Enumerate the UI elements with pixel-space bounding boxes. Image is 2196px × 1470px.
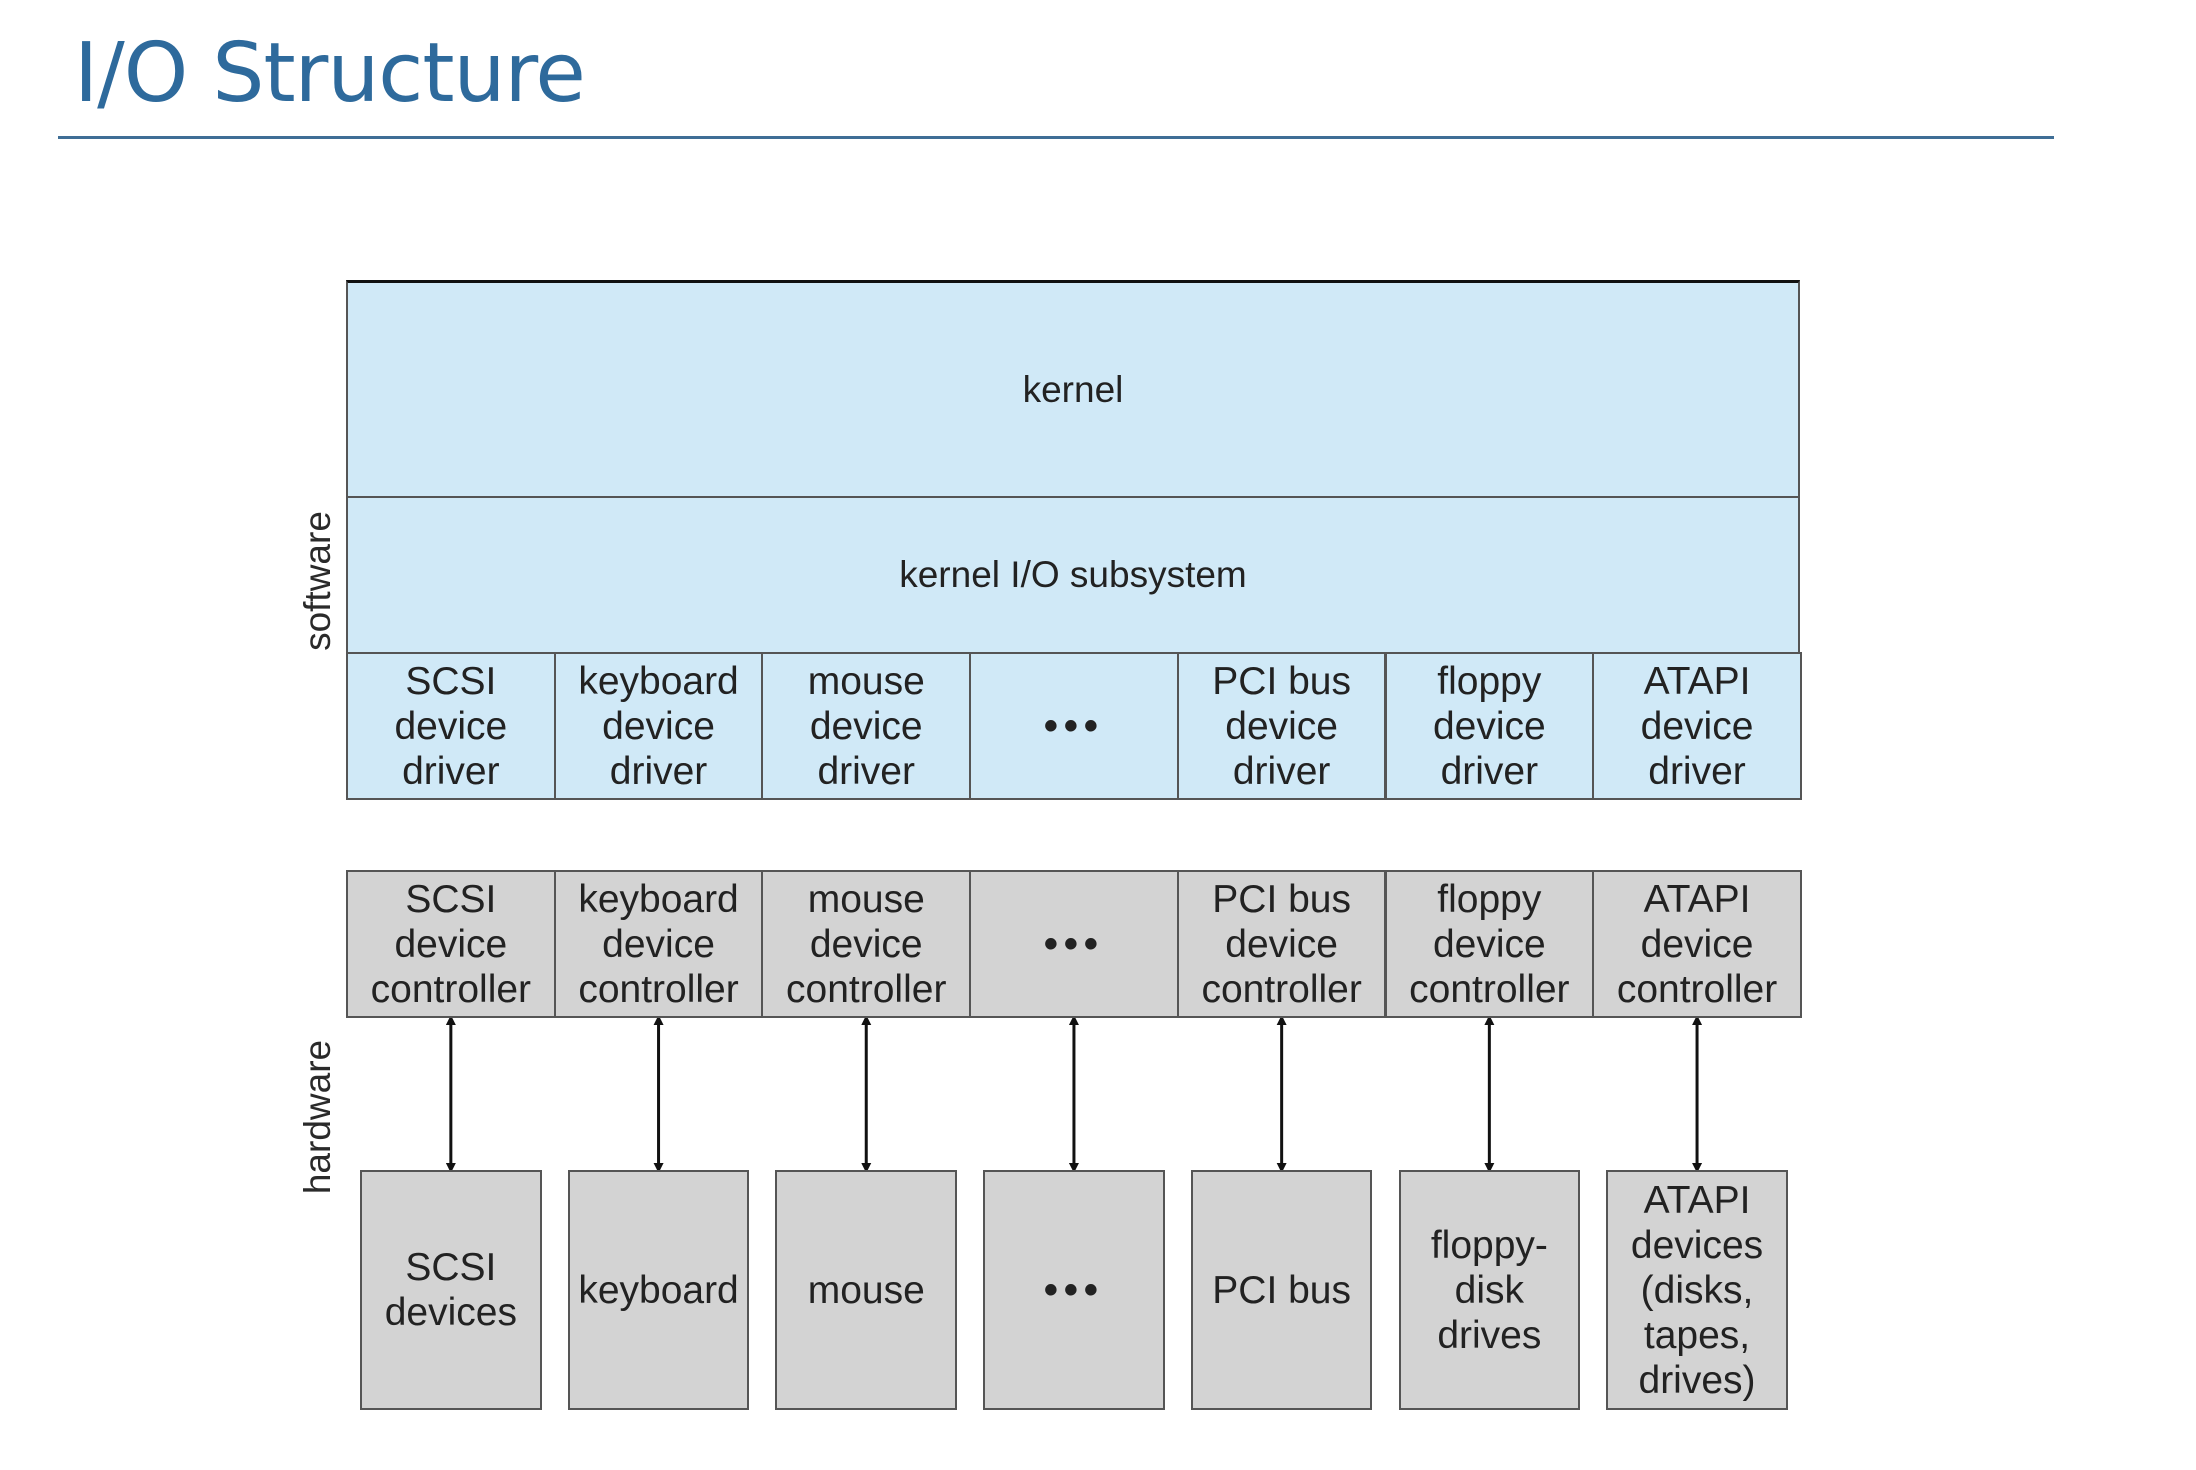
atapi-device-driver-label: ATAPI device driver: [1640, 659, 1754, 793]
scsi-device-label: SCSI devices: [384, 1246, 517, 1334]
ellipsis-device-driver-label: •••: [1043, 703, 1104, 748]
ellipsis-device-label: •••: [1043, 1267, 1104, 1312]
kernel-layer: kernel: [346, 280, 1800, 498]
mouse-device-controller: mouse device controller: [761, 870, 972, 1018]
io-structure-diagram: software hardware kernel kernel I/O subs…: [280, 270, 1810, 1420]
pci-bus-device-label: PCI bus: [1212, 1268, 1351, 1312]
floppy-device-controller: floppy device controller: [1384, 870, 1595, 1018]
ellipsis-device-controller-label: •••: [1043, 921, 1104, 966]
keyboard-device-label: keyboard: [578, 1268, 739, 1312]
floppy-device-driver: floppy device driver: [1384, 652, 1595, 800]
mouse-device-controller-label: mouse device controller: [786, 877, 947, 1011]
controller-device-arrows: [445, 1015, 1703, 1173]
pci-bus-device-driver-label: PCI bus device driver: [1212, 659, 1351, 793]
scsi-device-controller-label: SCSI device controller: [370, 877, 532, 1011]
pci-bus-device-driver: PCI bus device driver: [1176, 652, 1387, 800]
ellipsis-device-controller: •••: [969, 870, 1179, 1018]
mouse-device-driver-label: mouse device driver: [807, 659, 925, 793]
atapi-device: ATAPI devices (disks, tapes, drives): [1606, 1170, 1788, 1410]
ellipsis-device: •••: [983, 1170, 1165, 1410]
floppy-device-label: floppy- disk drives: [1430, 1223, 1548, 1357]
atapi-device-driver: ATAPI device driver: [1592, 652, 1802, 800]
title-divider: [58, 136, 2054, 139]
keyboard-device-driver-label: keyboard device driver: [578, 659, 739, 793]
scsi-device-driver: SCSI device driver: [346, 652, 556, 800]
keyboard-device-controller: keyboard device controller: [553, 870, 764, 1018]
pci-bus-device-controller: PCI bus device controller: [1176, 870, 1387, 1018]
atapi-device-controller: ATAPI device controller: [1592, 870, 1802, 1018]
floppy-device-driver-label: floppy device driver: [1432, 659, 1546, 793]
atapi-device-label: ATAPI devices (disks, tapes, drives): [1630, 1178, 1764, 1402]
floppy-device-controller-label: floppy device controller: [1409, 877, 1570, 1011]
floppy-device: floppy- disk drives: [1398, 1170, 1581, 1410]
ellipsis-device-driver: •••: [969, 652, 1179, 800]
page-title: I/O Structure: [74, 26, 586, 121]
pci-bus-device: PCI bus: [1190, 1170, 1373, 1410]
pci-bus-device-controller-label: PCI bus device controller: [1201, 877, 1362, 1011]
scsi-device: SCSI devices: [360, 1170, 542, 1410]
scsi-device-controller: SCSI device controller: [346, 870, 556, 1018]
scsi-device-driver-label: SCSI device driver: [394, 659, 508, 793]
mouse-device-driver: mouse device driver: [761, 652, 972, 800]
kernel-label: kernel: [1022, 368, 1124, 410]
atapi-device-controller-label: ATAPI device controller: [1616, 877, 1778, 1011]
keyboard-device-driver: keyboard device driver: [553, 652, 764, 800]
keyboard-device-controller-label: keyboard device controller: [578, 877, 739, 1011]
mouse-device-label: mouse: [807, 1268, 925, 1312]
keyboard-device: keyboard: [567, 1170, 750, 1410]
mouse-device: mouse: [775, 1170, 958, 1410]
kernel-io-subsystem-label: kernel I/O subsystem: [899, 554, 1247, 595]
